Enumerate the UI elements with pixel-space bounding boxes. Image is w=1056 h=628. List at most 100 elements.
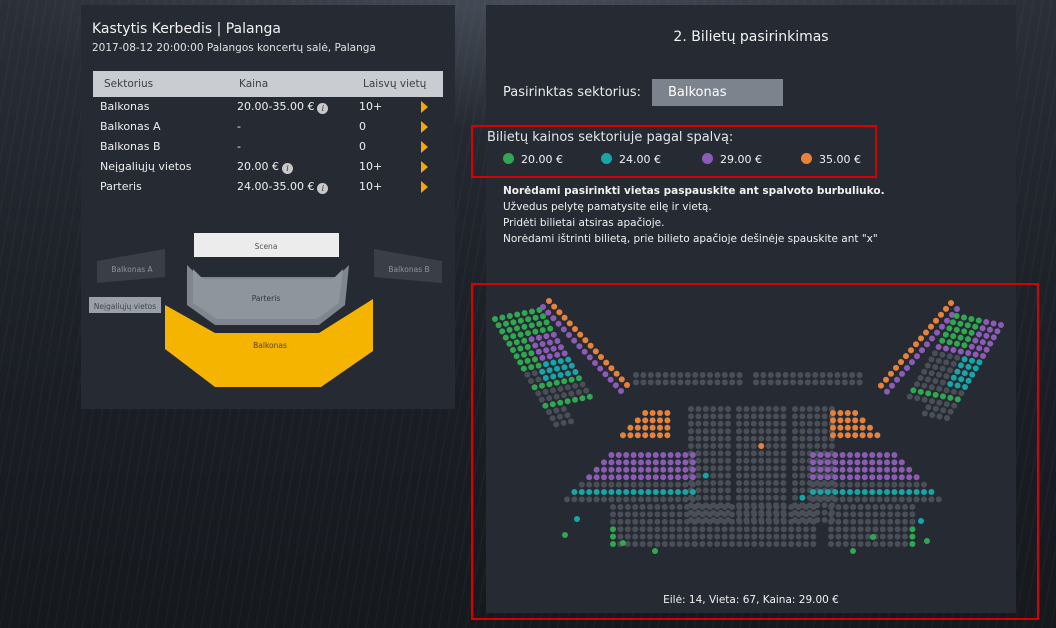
seat[interactable]: [538, 396, 545, 403]
seat[interactable]: [714, 372, 721, 378]
seat[interactable]: [710, 450, 717, 457]
seat[interactable]: [819, 379, 826, 386]
seat[interactable]: [550, 359, 557, 366]
seat[interactable]: [961, 314, 967, 321]
seat[interactable]: [965, 350, 972, 356]
seat[interactable]: [830, 432, 836, 439]
seat[interactable]: [688, 428, 694, 435]
seat[interactable]: [743, 526, 750, 533]
seat[interactable]: [795, 518, 802, 525]
seat[interactable]: [928, 323, 934, 330]
seat[interactable]: [528, 322, 535, 329]
seat[interactable]: [865, 511, 871, 518]
seat[interactable]: [844, 417, 851, 424]
seat[interactable]: [792, 406, 798, 412]
seat[interactable]: [517, 359, 524, 366]
seat[interactable]: [869, 481, 876, 488]
seat[interactable]: [842, 518, 849, 525]
seat[interactable]: [528, 378, 534, 384]
seat[interactable]: [714, 533, 721, 540]
seat[interactable]: [758, 450, 765, 457]
seat[interactable]: [854, 496, 861, 503]
seat[interactable]: [939, 337, 946, 344]
seat[interactable]: [689, 459, 696, 466]
seat[interactable]: [743, 487, 750, 494]
seat[interactable]: [909, 533, 916, 540]
seat[interactable]: [914, 395, 921, 402]
seat[interactable]: [647, 541, 653, 547]
seat[interactable]: [976, 345, 983, 352]
seat[interactable]: [758, 457, 765, 464]
seat[interactable]: [765, 443, 772, 449]
seat[interactable]: [773, 504, 780, 510]
seat[interactable]: [579, 395, 586, 402]
seat[interactable]: [913, 489, 920, 495]
seat[interactable]: [839, 481, 846, 488]
seat[interactable]: [669, 504, 676, 510]
seat[interactable]: [894, 533, 901, 540]
seat[interactable]: [506, 313, 513, 319]
seat[interactable]: [906, 481, 913, 488]
seat[interactable]: [832, 481, 839, 488]
seat[interactable]: [632, 533, 639, 540]
seat[interactable]: [824, 474, 831, 481]
seat[interactable]: [695, 480, 702, 486]
seat[interactable]: [695, 472, 702, 479]
seat[interactable]: [780, 465, 787, 472]
seat[interactable]: [887, 518, 894, 525]
seat[interactable]: [932, 350, 938, 357]
seat[interactable]: [664, 432, 671, 439]
seat[interactable]: [884, 474, 890, 481]
seat[interactable]: [909, 541, 916, 547]
seat[interactable]: [812, 379, 819, 386]
seat[interactable]: [714, 541, 721, 547]
seat[interactable]: [925, 376, 931, 383]
seat[interactable]: [824, 452, 831, 458]
seat[interactable]: [664, 417, 671, 424]
seat[interactable]: [950, 360, 957, 367]
seat[interactable]: [642, 410, 649, 416]
seat[interactable]: [780, 435, 787, 442]
seat[interactable]: [633, 379, 639, 386]
seat[interactable]: [750, 465, 757, 472]
seat[interactable]: [601, 489, 607, 495]
seat[interactable]: [610, 511, 616, 518]
seat[interactable]: [773, 511, 780, 518]
seat[interactable]: [675, 496, 681, 503]
seat[interactable]: [608, 459, 615, 466]
seat[interactable]: [557, 413, 563, 420]
seat[interactable]: [689, 481, 696, 488]
seat[interactable]: [655, 379, 662, 386]
seat[interactable]: [699, 379, 706, 386]
seat[interactable]: [669, 526, 676, 533]
seat[interactable]: [891, 474, 898, 481]
seat[interactable]: [932, 391, 939, 398]
seat[interactable]: [669, 541, 676, 547]
seat[interactable]: [725, 487, 731, 494]
seat[interactable]: [695, 450, 702, 457]
seat[interactable]: [717, 487, 724, 494]
seat[interactable]: [806, 443, 813, 449]
seat[interactable]: [547, 325, 554, 332]
seat[interactable]: [688, 413, 694, 420]
seat[interactable]: [987, 340, 994, 347]
seat[interactable]: [667, 489, 674, 495]
seat[interactable]: [928, 496, 935, 503]
seat[interactable]: [780, 457, 787, 464]
seat[interactable]: [699, 372, 706, 378]
seat[interactable]: [842, 504, 849, 510]
seat[interactable]: [773, 518, 780, 525]
seat[interactable]: [725, 413, 731, 420]
seat[interactable]: [891, 489, 898, 495]
seat[interactable]: [717, 406, 724, 412]
seat[interactable]: [601, 481, 607, 488]
seat[interactable]: [821, 443, 828, 449]
seat[interactable]: [950, 347, 957, 353]
seat[interactable]: [535, 348, 542, 355]
seat[interactable]: [850, 541, 857, 547]
seat[interactable]: [634, 417, 641, 424]
seat[interactable]: [535, 390, 542, 397]
seat[interactable]: [652, 496, 659, 503]
seat[interactable]: [702, 420, 709, 427]
seat[interactable]: [894, 526, 901, 533]
